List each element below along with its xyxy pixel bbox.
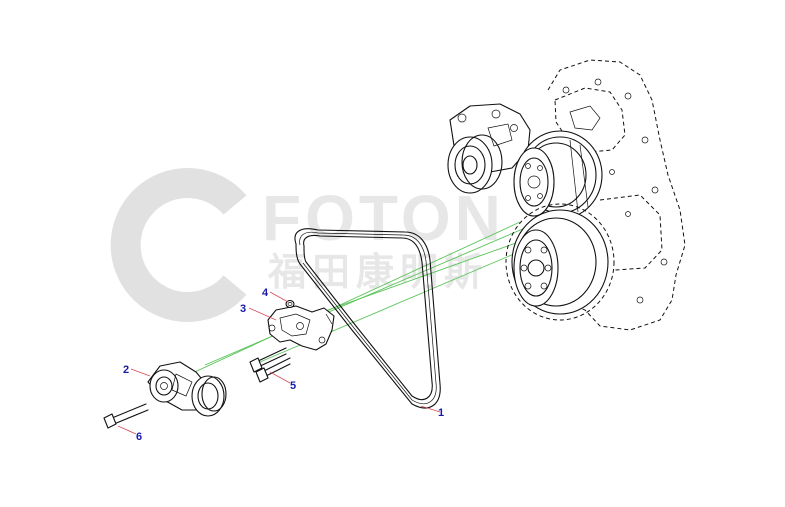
tensioner-bracket bbox=[267, 305, 335, 351]
belt-tensioner bbox=[147, 361, 227, 417]
plug-nut bbox=[285, 299, 295, 309]
water-pump bbox=[447, 103, 531, 194]
callout-3: 3 bbox=[240, 303, 246, 315]
watermark-cjk: 福田康明斯 bbox=[267, 251, 488, 294]
callout-4: 4 bbox=[262, 287, 269, 299]
crankshaft-pulley bbox=[505, 203, 615, 321]
callout-2: 2 bbox=[123, 364, 129, 376]
fan-hub-pulley bbox=[513, 130, 603, 220]
watermark-brand: Cummins bbox=[144, 223, 216, 272]
cummins-logo: Cummins bbox=[110, 168, 247, 322]
watermark-latin: FOTON bbox=[262, 182, 505, 254]
leader-lines bbox=[117, 291, 441, 435]
tensioner-capscrew bbox=[103, 403, 149, 429]
watermark: Cummins FOTON 福田康明斯 bbox=[110, 168, 505, 322]
callout-5: 5 bbox=[290, 380, 296, 392]
callout-6: 6 bbox=[136, 431, 142, 443]
callout-1: 1 bbox=[438, 407, 444, 419]
callouts: 1 2 3 4 5 6 bbox=[123, 287, 444, 443]
poly-v-belt bbox=[294, 228, 441, 409]
bracket-capscrews bbox=[249, 347, 291, 383]
